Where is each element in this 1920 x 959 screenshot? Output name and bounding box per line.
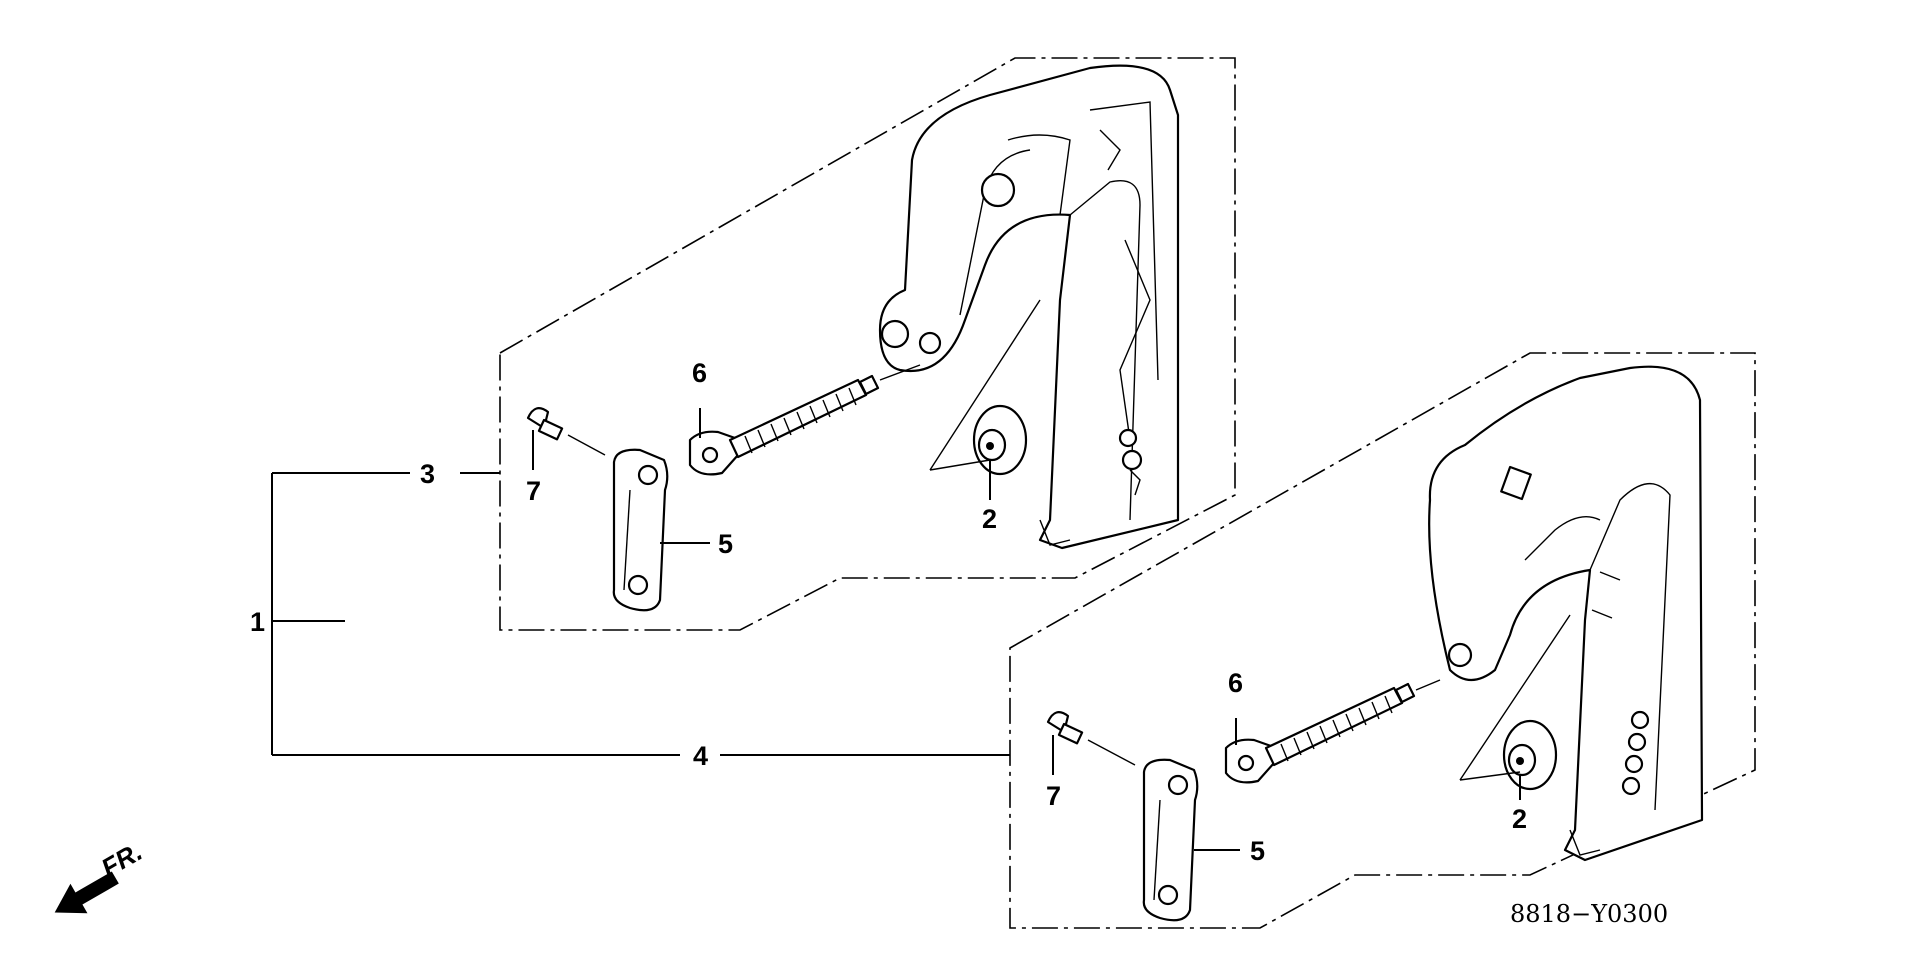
callout-6-upper: 6	[692, 358, 707, 388]
stern-bracket-upper	[878, 64, 1180, 550]
parts-lower	[1046, 614, 1571, 922]
washer-2-upper	[929, 299, 1041, 476]
washer-2-lower	[1459, 614, 1571, 791]
callout-5-upper: 5	[718, 529, 733, 559]
bolt-7-lower	[1046, 711, 1136, 766]
callout-3: 3	[420, 459, 435, 489]
callout-1: 1	[250, 607, 265, 637]
callout-2-upper: 2	[982, 504, 997, 534]
threaded-rod-6-upper	[688, 364, 921, 476]
stern-bracket-lower	[1428, 365, 1704, 862]
assembly-outline-lower	[1009, 352, 1756, 929]
callout-7-upper: 7	[526, 476, 541, 506]
callout-4: 4	[693, 741, 708, 771]
callout-6-lower: 6	[1228, 668, 1243, 698]
callout-5-lower: 5	[1250, 836, 1265, 866]
assembly-outline-upper	[499, 57, 1236, 631]
callout-2-lower: 2	[1512, 804, 1527, 834]
arrow-front-icon	[54, 871, 119, 914]
callout-tree	[271, 472, 1010, 756]
leader-lines	[532, 408, 1521, 851]
parts-upper	[526, 299, 1041, 612]
diagram-code: 8818−Y0300	[1510, 900, 1668, 928]
threaded-rod-6-lower	[1224, 679, 1441, 784]
link-arm-5-upper	[612, 448, 669, 612]
link-arm-5-lower	[1142, 758, 1199, 922]
callout-7-lower: 7	[1046, 781, 1061, 811]
bolt-7-upper	[526, 407, 606, 456]
front-direction-indicator: FR.	[54, 836, 147, 914]
